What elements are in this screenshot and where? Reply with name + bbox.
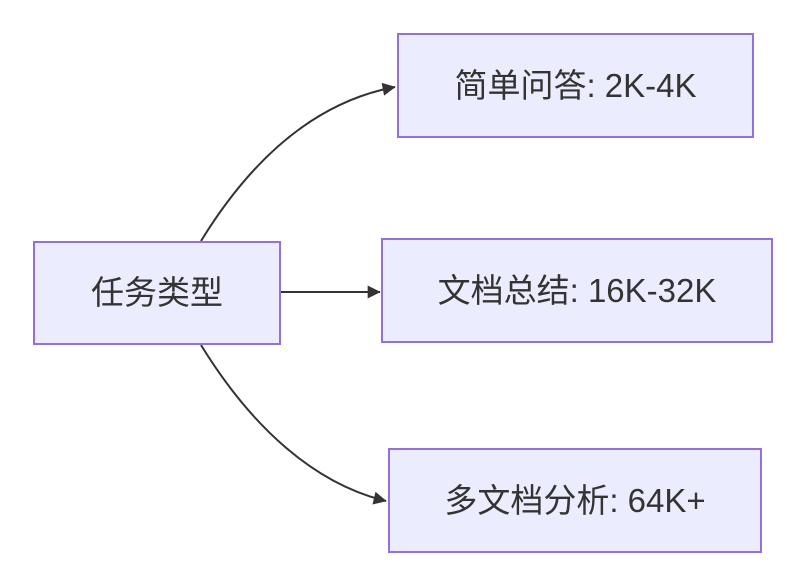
edge-task-type-to-simple-qa (200, 82, 396, 242)
node-multi-doc: 多文档分析: 64K+ (388, 448, 762, 553)
node-task-type: 任务类型 (33, 241, 281, 345)
edge-task-type-to-multi-doc (200, 344, 387, 505)
node-multi-doc-label: 多文档分析: 64K+ (444, 481, 706, 519)
node-simple-qa-label: 简单问答: 2K-4K (454, 66, 697, 104)
node-simple-qa: 简单问答: 2K-4K (397, 33, 754, 138)
node-task-type-label: 任务类型 (91, 274, 223, 312)
node-doc-summary: 文档总结: 16K-32K (381, 238, 773, 343)
node-doc-summary-label: 文档总结: 16K-32K (437, 271, 717, 309)
